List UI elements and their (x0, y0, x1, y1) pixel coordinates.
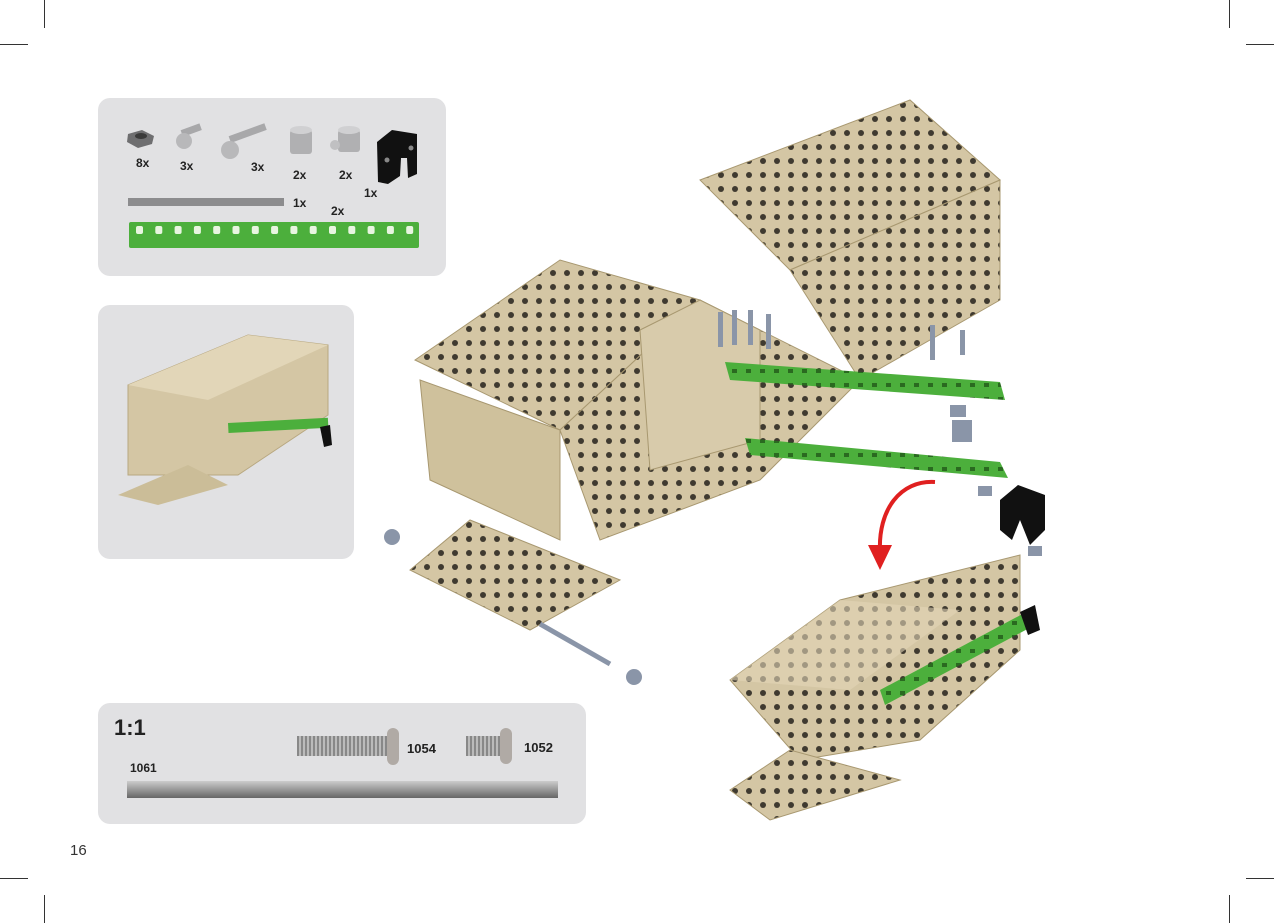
spacer-icon (290, 126, 312, 154)
parts-illustrations (127, 123, 419, 248)
strip-hole (406, 226, 414, 234)
red-arrow-icon (877, 479, 936, 553)
strip-hole (309, 226, 317, 234)
qty-collar: 2x (339, 168, 353, 182)
parts-list-panel: 8x 3x 3x 2x 2x 1x 1x 2x (98, 98, 446, 276)
nut-icon (127, 130, 154, 148)
result-model (729, 554, 1040, 821)
black-bracket-part (1000, 485, 1045, 545)
screw-1052-icon (466, 736, 504, 756)
scale-1to1-panel: 1:1 1054 1052 1061 (98, 703, 586, 824)
crop-mark (1229, 895, 1230, 923)
qty-axle: 1x (293, 196, 307, 210)
strip-hole (348, 226, 356, 234)
strip-hole (329, 226, 336, 234)
strip-hole (386, 226, 394, 234)
collar-part (384, 529, 400, 545)
main-model (409, 99, 1001, 631)
axle-part (538, 621, 612, 667)
qty-spacer: 2x (293, 168, 307, 182)
part-code-1052: 1052 (524, 740, 553, 755)
axle-1061-icon (127, 781, 558, 798)
short-screw-icon (176, 123, 202, 149)
previous-step-panel (98, 305, 354, 559)
strip-hole (136, 226, 143, 234)
strip-hole (367, 226, 375, 234)
part-code-1054: 1054 (407, 741, 436, 756)
crop-mark (44, 895, 45, 923)
green-strip-upper (725, 362, 1005, 400)
green-strip-lower (745, 438, 1008, 478)
previous-step-model (118, 334, 332, 505)
scale-title: 1:1 (114, 715, 146, 740)
qty-bracket: 1x (364, 186, 378, 200)
strip-hole (251, 226, 259, 234)
green-strip-icon (129, 222, 419, 248)
crop-mark (0, 878, 28, 879)
crop-mark (44, 0, 45, 28)
qty-nut: 8x (136, 156, 150, 170)
strip-hole (290, 226, 298, 234)
strip-hole (271, 226, 279, 234)
crop-mark (1246, 44, 1274, 45)
screw-1054-icon (297, 736, 391, 756)
part-code-1061: 1061 (130, 761, 157, 775)
collar-part (626, 669, 642, 685)
strip-hole (193, 226, 201, 234)
crop-mark (0, 44, 28, 45)
black-bracket-icon (377, 130, 417, 184)
qty-short-screw: 3x (180, 159, 194, 173)
screws-part (718, 310, 1042, 556)
strip-hole (174, 226, 182, 234)
crop-mark (1229, 0, 1230, 28)
qty-long-screw: 3x (251, 160, 265, 174)
crop-mark (1246, 878, 1274, 879)
strip-hole (155, 226, 163, 234)
axle-rod-icon (128, 198, 284, 206)
strip-hole (232, 226, 240, 234)
page-number: 16 (70, 842, 87, 859)
strip-hole (213, 226, 221, 234)
collar-icon (330, 126, 360, 152)
long-screw-icon (221, 123, 267, 159)
qty-green-strip: 2x (331, 204, 345, 218)
